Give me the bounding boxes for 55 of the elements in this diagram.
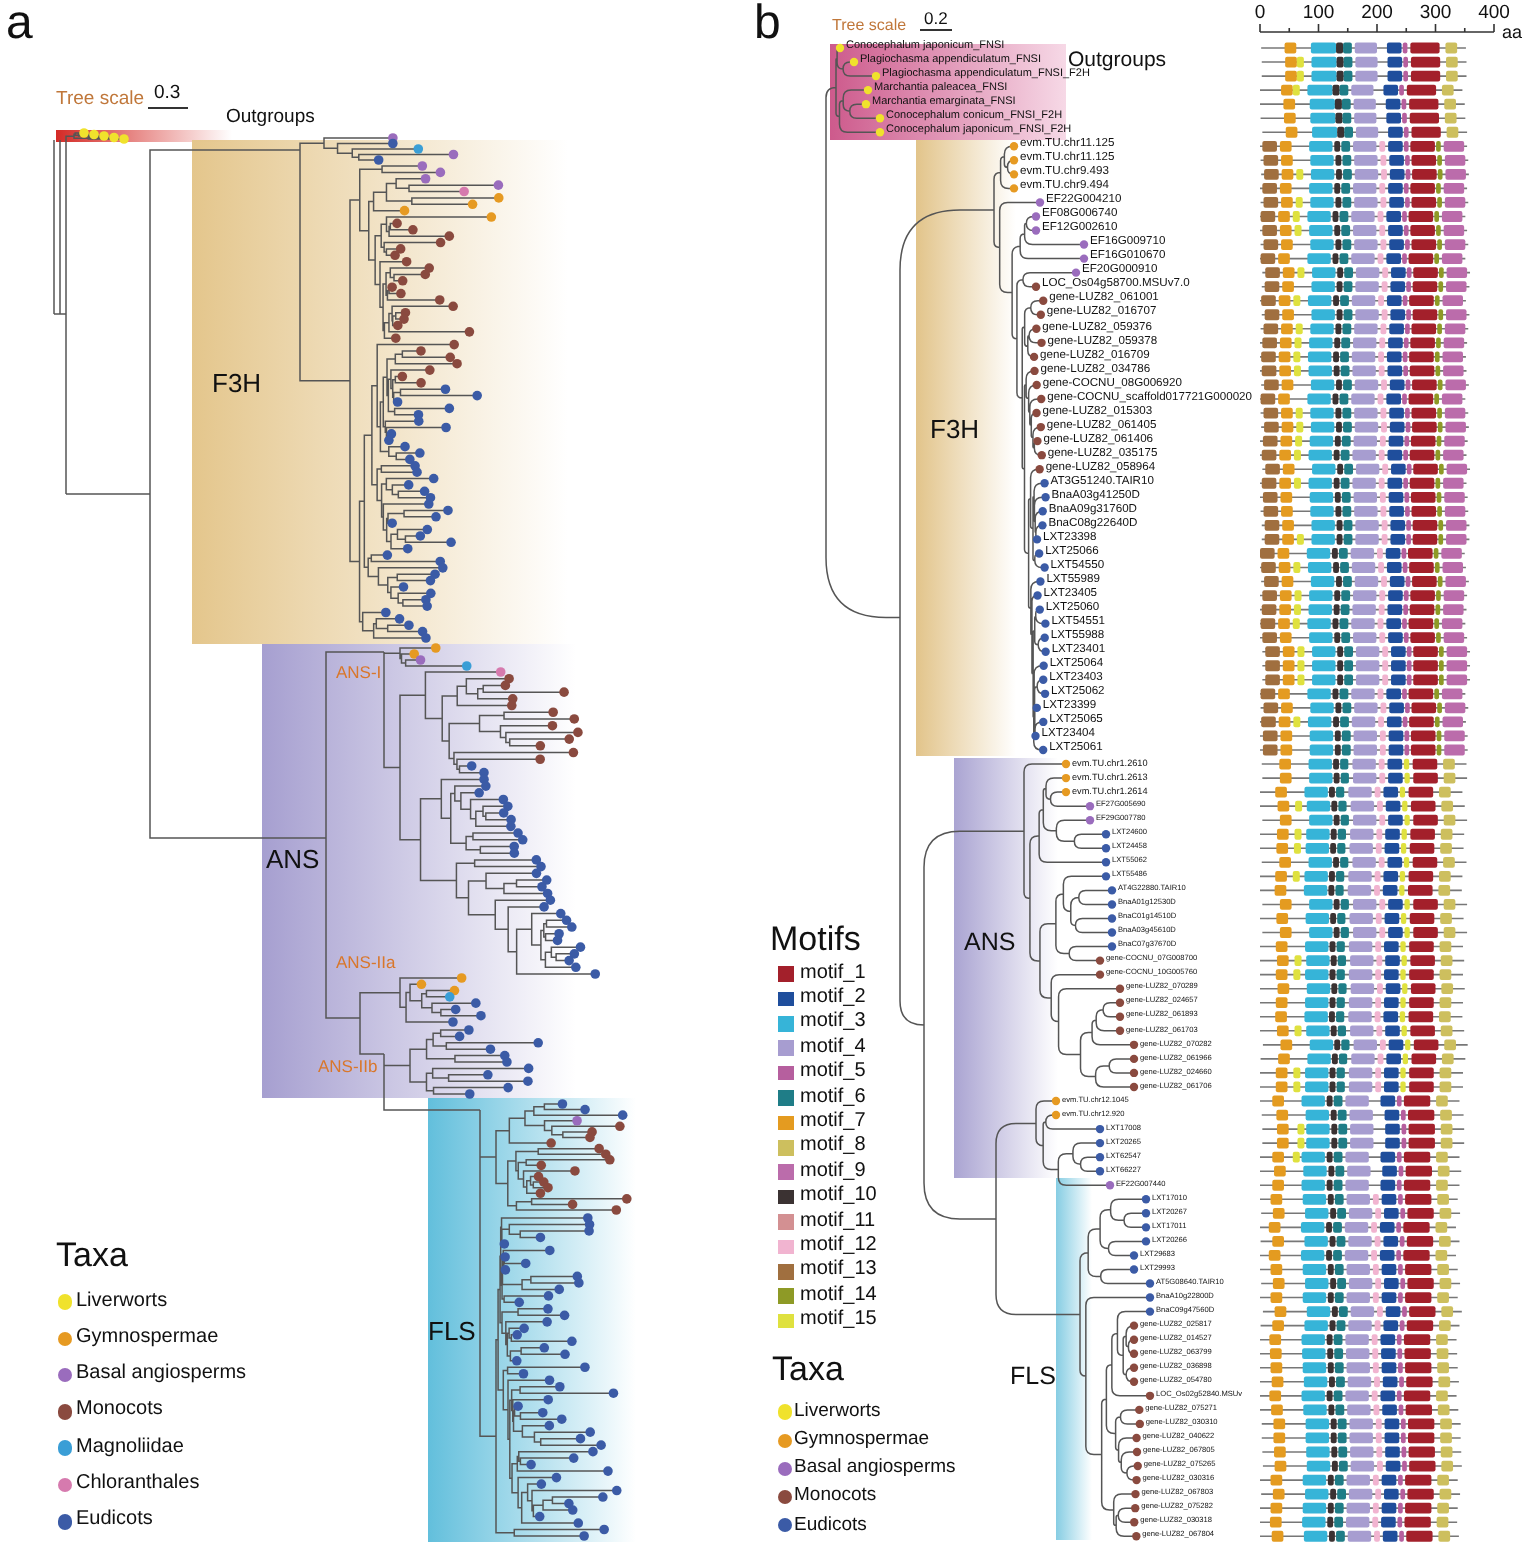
legend-label: motif_7 — [800, 1111, 866, 1132]
legend-label: Basal angiosperms — [794, 1458, 956, 1478]
clade-label: FLS — [428, 1318, 476, 1344]
subclade-label: ANS-IIb — [318, 1058, 378, 1075]
axis-tick-label: 300 — [1419, 4, 1452, 23]
legend-label: motif_9 — [800, 1161, 866, 1182]
axis-tick-label: 400 — [1478, 4, 1510, 23]
panel-letter: a — [6, 0, 33, 48]
legend-label: motif_2 — [800, 987, 866, 1008]
legend-label: Liverworts — [794, 1401, 881, 1421]
legend-label: Chloranthales — [76, 1474, 200, 1494]
scale-label: Tree scale — [832, 18, 907, 34]
axis-tick-label: 200 — [1361, 4, 1393, 23]
legend-label: Monocots — [76, 1400, 163, 1421]
legend-label: motif_11 — [800, 1211, 876, 1231]
clade-label: F3H — [212, 370, 262, 396]
legend-title: Taxa — [772, 1352, 844, 1386]
scale-label: Tree scale — [56, 90, 144, 109]
legend-label: Liverworts — [76, 1291, 168, 1311]
legend-label: Eudicots — [794, 1515, 867, 1535]
scale-value: 0.3 — [154, 84, 181, 103]
axis-unit-label: aa — [1502, 24, 1523, 42]
clade-label: ANS — [964, 929, 1016, 955]
clade-label: FLS — [1010, 1363, 1056, 1389]
clade-label: F3H — [930, 415, 980, 442]
legend-label: motif_13 — [800, 1260, 877, 1281]
legend-label: Magnoliidae — [76, 1437, 184, 1458]
clade-label: Outgroups — [226, 107, 315, 126]
legend-label: Monocots — [794, 1486, 877, 1506]
panel-letter: b — [754, 0, 781, 48]
legend-label: motif_5 — [800, 1062, 866, 1083]
legend-label: motif_12 — [800, 1235, 877, 1256]
subclade-label: ANS-IIa — [336, 954, 396, 971]
clade-label: ANS — [266, 846, 320, 872]
legend-label: Eudicots — [76, 1510, 153, 1531]
legend-label: motif_10 — [800, 1186, 877, 1207]
legend-label: motif_6 — [800, 1087, 866, 1107]
legend-label: motif_8 — [800, 1136, 866, 1157]
legend-label: Basal angiosperms — [76, 1364, 247, 1385]
clade-band — [954, 757, 1058, 1179]
axis-tick-label: 100 — [1302, 4, 1335, 23]
legend-title: Taxa — [56, 1238, 128, 1272]
legend-label: Gymnospermae — [76, 1327, 219, 1348]
clade-band — [916, 139, 1016, 757]
clade-label: Outgroups — [1068, 49, 1167, 71]
subclade-label: ANS-I — [336, 664, 382, 681]
legend-label: motif_14 — [800, 1285, 877, 1306]
legend-label: Gymnospermae — [794, 1429, 930, 1449]
legend-label: motif_4 — [800, 1037, 866, 1058]
clade-band — [428, 1098, 636, 1542]
legend-label: motif_15 — [800, 1310, 877, 1331]
axis-tick-label: 0 — [1254, 4, 1266, 23]
legend-title: Motifs — [770, 922, 861, 956]
legend-label: motif_1 — [800, 963, 866, 983]
legend-label: motif_3 — [800, 1012, 866, 1033]
